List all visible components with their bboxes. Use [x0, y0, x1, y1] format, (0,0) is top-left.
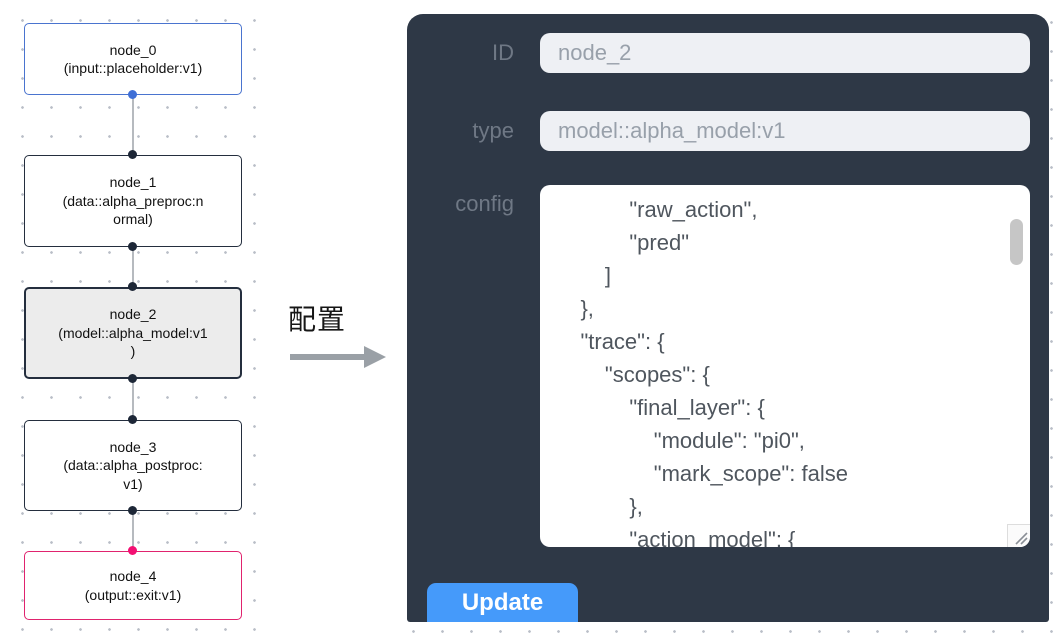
type-field-label: type: [472, 118, 514, 143]
target-handle-node-1[interactable]: [128, 150, 137, 159]
id-field-row: ID: [407, 33, 1030, 73]
node-type-label: (input::placeholder:v1): [63, 60, 203, 76]
node-name: node_2: [109, 306, 157, 323]
config-textarea[interactable]: "raw_action", "pred" ] }, "trace": { "sc…: [540, 185, 1030, 547]
config-scroll-corner: [1007, 524, 1030, 547]
id-field-label: ID: [492, 40, 514, 65]
config-panel: ID type config "raw_action", "pred" ] },…: [407, 14, 1049, 622]
update-button[interactable]: Update: [427, 583, 578, 622]
config-field-label: config: [455, 191, 514, 216]
config-json-text[interactable]: "raw_action", "pred" ] }, "trace": { "sc…: [580, 197, 848, 547]
config-scrollbar-thumb[interactable]: [1010, 219, 1023, 265]
config-field-row: config "raw_action", "pred" ] }, "trace"…: [407, 185, 1030, 547]
flow-node-node-1[interactable]: node_1 (data::alpha_preproc:n ormal): [24, 155, 242, 247]
flow-node-node-3[interactable]: node_3 (data::alpha_postproc: v1): [24, 420, 242, 511]
source-handle-node-1[interactable]: [128, 242, 137, 251]
flow-node-node-2[interactable]: node_2 (model::alpha_model:v1 ): [24, 287, 242, 379]
source-handle-node-0[interactable]: [128, 90, 137, 99]
node-type-label: (model::alpha_model:v1 ): [58, 324, 208, 360]
node-name: node_0: [109, 41, 157, 58]
target-handle-node-3[interactable]: [128, 415, 137, 424]
edge-node0-node1[interactable]: [132, 95, 134, 155]
type-input[interactable]: [540, 111, 1030, 151]
node-name: node_1: [109, 174, 157, 191]
target-handle-node-2[interactable]: [128, 282, 137, 291]
flow-canvas-right[interactable]: ID type config "raw_action", "pred" ] },…: [393, 0, 1062, 643]
flow-node-node-0[interactable]: node_0 (input::placeholder:v1): [24, 23, 242, 95]
node-type-label: (output::exit:v1): [84, 586, 182, 603]
source-handle-node-2[interactable]: [128, 374, 137, 383]
config-annotation: 配置: [288, 298, 392, 370]
flow-node-node-4[interactable]: node_4 (output::exit:v1): [24, 551, 242, 620]
type-field-row: type: [407, 111, 1030, 151]
edge-node2-node3[interactable]: [132, 379, 134, 420]
node-name: node_3: [109, 438, 157, 455]
resize-handle-icon[interactable]: [1012, 529, 1030, 547]
source-handle-node-3[interactable]: [128, 506, 137, 515]
right-arrow-icon: [290, 346, 386, 368]
target-handle-node-4[interactable]: [128, 546, 137, 555]
flow-canvas[interactable]: node_0 (input::placeholder:v1) node_1 (d…: [0, 0, 262, 643]
edge-node1-node2[interactable]: [132, 247, 134, 287]
node-type-label: (data::alpha_preproc:n ormal): [62, 192, 204, 228]
annotation-label: 配置: [288, 304, 347, 335]
node-type-label: (data::alpha_postproc: v1): [63, 457, 203, 492]
edge-node3-node4[interactable]: [132, 511, 134, 551]
node-name: node_4: [109, 568, 157, 585]
id-input[interactable]: [540, 33, 1030, 73]
